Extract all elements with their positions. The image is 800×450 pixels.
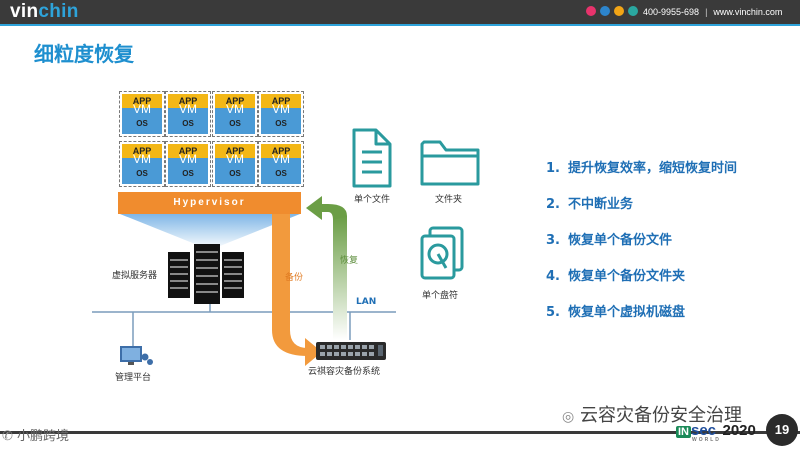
hypervisor-fan (120, 214, 300, 250)
vm-app-label: APP (215, 144, 255, 158)
feature-item: 4.恢复单个备份文件夹 (546, 269, 686, 284)
management-monitor-icon (120, 346, 153, 365)
header-accent-line (0, 24, 800, 26)
backup-label: 备份 (285, 273, 304, 283)
feature-list: 1.提升恢复效率，缩短恢复时间 2.不中断业务 3.恢复单个备份文件 4.恢复单… (546, 157, 737, 337)
vm-app-label: APP (122, 94, 162, 108)
vm-app-label: APP (261, 94, 301, 108)
management-label: 管理平台 (115, 373, 152, 383)
dot-yellow (614, 6, 624, 16)
vm-os-layer: VM OS (168, 102, 208, 134)
vm-app-label: APP (122, 144, 162, 158)
feature-item: 5.恢复单个虚拟机磁盘 (546, 305, 686, 320)
server-label: 虚拟服务器 (112, 271, 158, 281)
os-label: OS (136, 119, 148, 128)
file-icon (352, 128, 392, 188)
hypervisor-bar: Hypervisor (118, 192, 301, 214)
vm-app-label: APP (168, 144, 208, 158)
os-label: OS (182, 119, 194, 128)
vm-os-layer: VM OS (215, 152, 255, 184)
dot-blue (600, 6, 610, 16)
vm-os-layer: VM OS (122, 102, 162, 134)
restore-label: 恢复 (340, 256, 359, 266)
feature-item: 2.不中断业务 (546, 197, 634, 212)
feature-item: 3.恢复单个备份文件 (546, 233, 673, 248)
dot-pink (586, 6, 596, 16)
server-icon (168, 244, 244, 304)
vm-os-layer: VM OS (215, 102, 255, 134)
footer-line (0, 431, 800, 434)
watermark-right: ◎ 云容灾备份安全治理 (562, 405, 742, 426)
backup-arrow (272, 214, 322, 366)
page-title: 细粒度恢复 (34, 42, 134, 66)
vm-app-label: APP (261, 144, 301, 158)
vm-os-layer: VM OS (122, 152, 162, 184)
phone-number: 400-9955-698 (643, 7, 700, 17)
feature-item: 1.提升恢复效率，缩短恢复时间 (546, 161, 738, 176)
storage-rack-icon (316, 342, 386, 360)
contact-info: 400-9955-698|www.vinchin.com (643, 7, 783, 17)
backup-system-label: 云祺容灾备份系统 (308, 367, 381, 377)
page-number: 19 (766, 414, 798, 446)
top-header-bar: vinchin 400-9955-698|www.vinchin.com (0, 0, 800, 24)
vm-label: VM (226, 152, 244, 166)
lan-label: LAN (356, 297, 377, 307)
restore-arrow (306, 196, 347, 340)
dot-teal (628, 6, 638, 16)
vm-label: VM (179, 102, 197, 116)
vm-label: VM (133, 102, 151, 116)
os-label: OS (229, 119, 241, 128)
watermark-left: ✆ 小鹏跨境 (2, 429, 70, 444)
folder-label: 文件夹 (435, 195, 463, 205)
vm-os-layer: VM OS (261, 102, 301, 134)
vm-label: VM (272, 102, 290, 116)
vm-label: VM (226, 102, 244, 116)
vm-os-layer: VM OS (261, 152, 301, 184)
os-label: OS (136, 169, 148, 178)
lan-network-lines (92, 304, 396, 348)
os-label: OS (275, 169, 287, 178)
file-label: 单个文件 (354, 195, 391, 205)
vm-app-label: APP (168, 94, 208, 108)
vm-label: VM (133, 152, 151, 166)
vm-label: VM (179, 152, 197, 166)
os-label: OS (182, 169, 194, 178)
watermark-logo-icon: ✆ (2, 429, 13, 444)
vm-label: VM (272, 152, 290, 166)
color-dots (586, 6, 638, 16)
os-label: OS (275, 119, 287, 128)
website-link[interactable]: www.vinchin.com (713, 7, 783, 17)
vm-app-label: APP (215, 94, 255, 108)
vm-os-layer: VM OS (168, 152, 208, 184)
folder-icon (420, 140, 480, 186)
wechat-icon: ◎ (562, 409, 575, 425)
disk-label: 单个盘符 (422, 291, 459, 301)
vinchin-logo[interactable]: vinchin (10, 1, 79, 22)
os-label: OS (229, 169, 241, 178)
disk-icon (420, 226, 464, 280)
